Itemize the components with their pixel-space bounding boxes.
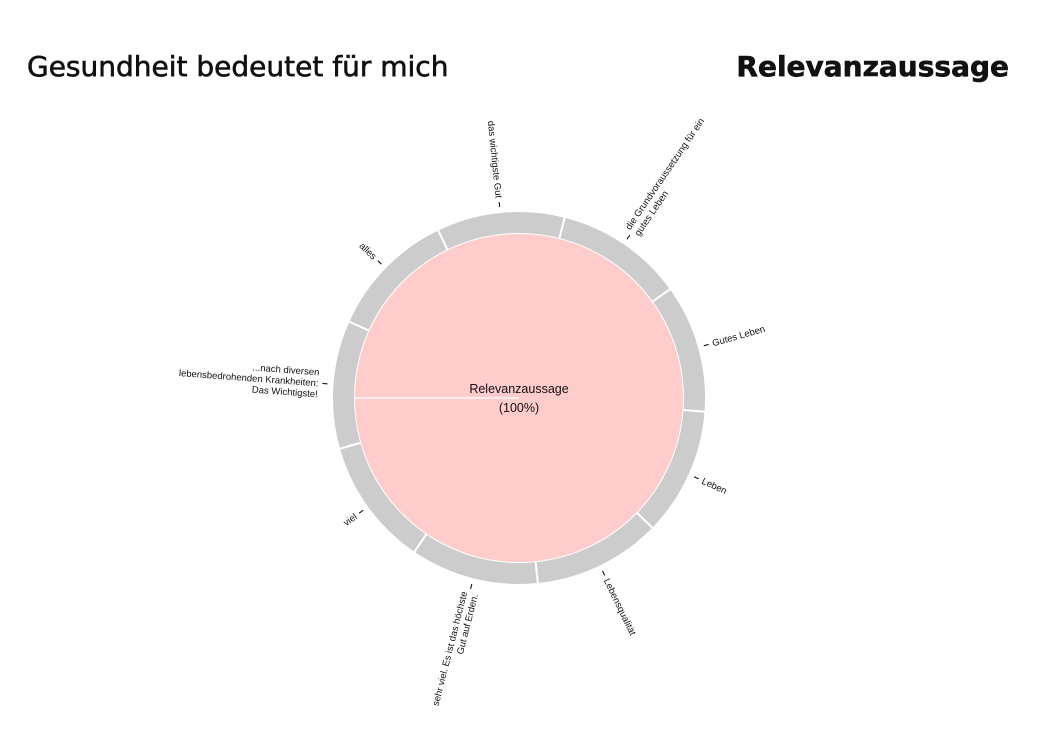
segment-label-line: die Grundvoraussetzung für ein <box>623 116 707 232</box>
chart-name-title: Relevanzaussage <box>736 50 1009 84</box>
segment-label-line: das wichtigste Gut <box>485 120 504 199</box>
segment-label-line: Leben <box>700 476 729 497</box>
segment-label-line: alles <box>357 241 379 263</box>
segment-label-line: Gutes Leben <box>711 324 766 349</box>
segment-label-line: viel <box>342 512 360 529</box>
segment-tick <box>470 583 473 590</box>
segment-label: Gutes Leben <box>711 324 766 349</box>
outer-ring <box>331 210 707 586</box>
segment-tick <box>693 476 699 480</box>
segment-label: sehr viel. Es ist das höchsteGut auf Erd… <box>431 590 481 710</box>
center-value-label: (100%) <box>499 401 539 415</box>
segment-tick <box>377 260 382 265</box>
segment-label: Lebensqualität <box>601 577 638 638</box>
segment-label: das wichtigste Gut <box>485 120 504 199</box>
segment-label: Leben <box>700 476 729 497</box>
segment-label-line: Das Wichtigste! <box>251 384 318 400</box>
center-disc <box>355 234 683 562</box>
segment-tick <box>626 234 631 240</box>
segment-label: die Grundvoraussetzung für eingutes Lebe… <box>623 116 716 238</box>
segment-tick <box>602 570 606 576</box>
center-label-group: Relevanzaussage (100%) <box>469 382 568 415</box>
segment-tick <box>498 201 501 208</box>
segment-tick <box>703 343 709 347</box>
center-label: Relevanzaussage <box>469 382 568 396</box>
segment-label-line: ...nach diversen <box>252 362 320 378</box>
segment-tick <box>358 509 364 514</box>
segment-label: alles <box>357 241 379 263</box>
segment-label: ...nach diversenlebensbedrohenden Krankh… <box>178 357 320 400</box>
segment-label: viel <box>342 512 360 529</box>
page-title: Gesundheit bedeutet für mich <box>27 50 449 84</box>
segment-label-line: Lebensqualität <box>601 577 638 638</box>
